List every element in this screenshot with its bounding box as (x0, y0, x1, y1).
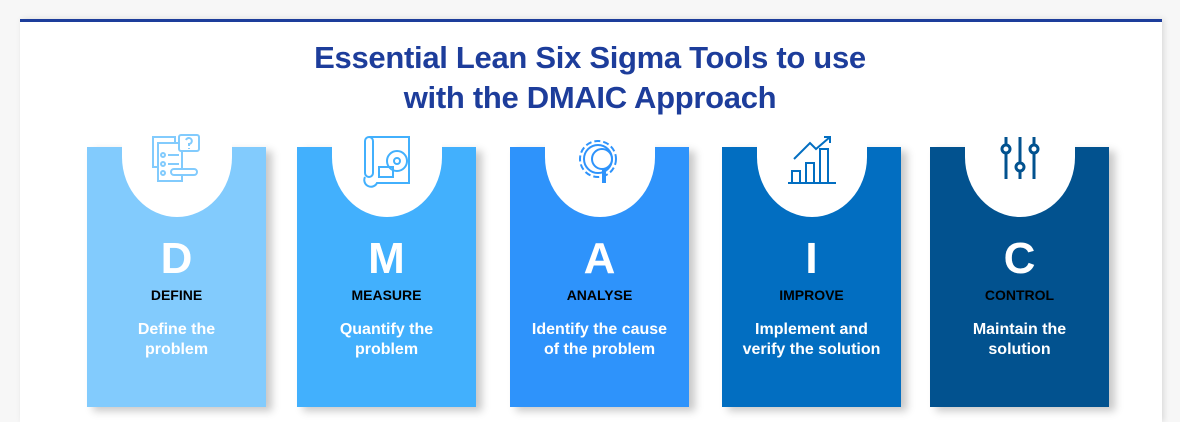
step-letter: M (368, 234, 405, 283)
desc-line: of the problem (543, 341, 656, 358)
step-letter: A (583, 234, 616, 283)
desc-line: problem (354, 341, 419, 358)
step-card-define: D DEFINE Define the problem (87, 120, 266, 407)
step-description: Implement and verify the solution (730, 320, 893, 360)
step-description: Define the problem (95, 320, 258, 360)
desc-line: solution (988, 341, 1051, 358)
step-card-control: C CONTROL Maintain the solution (930, 120, 1109, 407)
step-letter: C (1003, 234, 1036, 283)
sliders-icon (1000, 137, 1039, 179)
gear-magnifier-icon (578, 140, 617, 183)
step-label: ANALYSE (566, 287, 633, 303)
step-label: IMPROVE (779, 287, 844, 303)
desc-line: Define the (137, 321, 216, 338)
desc-line: Identify the cause (531, 321, 668, 338)
step-description: Quantify the problem (305, 320, 468, 360)
growth-chart-icon (787, 136, 836, 184)
step-label: MEASURE (351, 287, 422, 303)
desc-line: Maintain the (972, 321, 1067, 338)
checklist-question-icon (151, 134, 200, 182)
icon-circle (756, 120, 867, 217)
desc-line: verify the solution (742, 341, 881, 358)
step-label: DEFINE (150, 287, 203, 303)
step-card-measure: M MEASURE Quantify the problem (297, 120, 476, 407)
desc-line: Quantify the (339, 321, 434, 338)
title-line-2: with the DMAIC Approach (403, 80, 777, 115)
desc-line: Implement and (755, 321, 868, 338)
step-letter: D (160, 234, 193, 283)
step-letter: I (805, 234, 818, 283)
desc-line: problem (144, 341, 209, 358)
title-line-1: Essential Lean Six Sigma Tools to use (314, 40, 866, 75)
step-card-improve: I IMPROVE Implement and verify the soluti… (722, 120, 901, 407)
step-card-analyse: A ANALYSE Identify the cause of the probl… (510, 120, 689, 407)
blueprint-tape-measure-icon (362, 136, 410, 188)
step-description: Maintain the solution (938, 320, 1101, 360)
step-label: CONTROL (984, 287, 1055, 303)
page-title: Essential Lean Six Sigma Tools to use wi… (0, 38, 1180, 118)
step-description: Identify the cause of the problem (518, 320, 681, 360)
